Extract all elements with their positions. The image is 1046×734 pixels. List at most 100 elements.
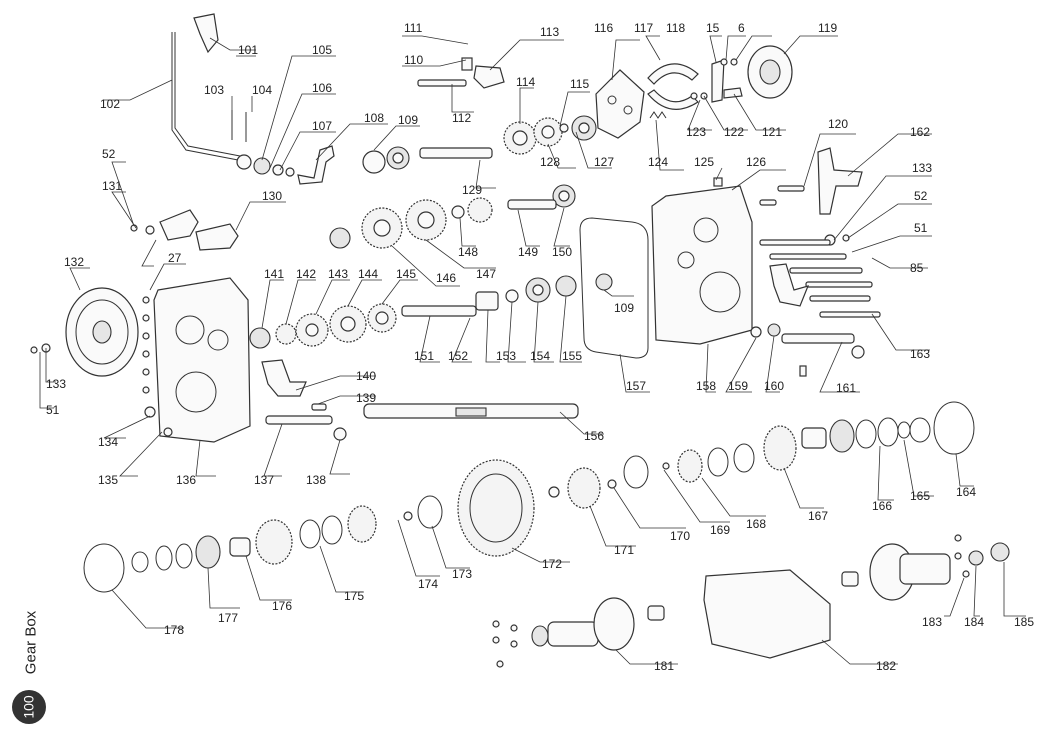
part-label: 6 (738, 21, 745, 35)
part-label: 123 (686, 125, 706, 139)
part-label: 185 (1014, 615, 1034, 629)
part-label: 155 (562, 349, 582, 363)
part-label: 139 (356, 391, 376, 405)
part-label: 178 (164, 623, 184, 637)
part-label: 177 (218, 611, 238, 625)
part-label: 137 (254, 473, 274, 487)
part-label: 154 (530, 349, 550, 363)
part-label: 153 (496, 349, 516, 363)
part-label: 133 (46, 377, 66, 391)
part-label: 111 (404, 21, 423, 35)
part-label: 152 (448, 349, 468, 363)
part-label: 144 (358, 267, 378, 281)
part-label: 106 (312, 81, 332, 95)
part-label: 157 (626, 379, 646, 393)
part-label: 125 (694, 155, 714, 169)
part-label: 146 (436, 271, 456, 285)
part-label: 118 (666, 21, 685, 35)
part-label: 103 (204, 83, 224, 97)
part-label: 132 (64, 255, 84, 269)
part-label: 169 (710, 523, 730, 537)
part-label: 85 (910, 261, 924, 275)
part-label: 131 (102, 179, 122, 193)
part-label: 174 (418, 577, 438, 591)
part-label: 114 (516, 75, 535, 89)
part-label: 52 (914, 189, 928, 203)
part-label: 52 (102, 147, 116, 161)
part-label: 121 (762, 125, 782, 139)
part-label: 134 (98, 435, 118, 449)
leader-lines (39, 35, 1026, 665)
part-label: 183 (922, 615, 942, 629)
part-label: 138 (306, 473, 326, 487)
part-label: 116 (594, 21, 613, 35)
part-label: 110 (404, 53, 423, 67)
part-label: 127 (594, 155, 614, 169)
part-label: 143 (328, 267, 348, 281)
part-labels: 101 102 103 104 105 106 107 108 109 110 … (46, 21, 1034, 673)
part-label: 140 (356, 369, 376, 383)
section-title: Gear Box (18, 600, 48, 690)
part-label: 170 (670, 529, 690, 543)
part-label: 101 (238, 43, 258, 57)
part-label: 122 (724, 125, 744, 139)
part-label: 156 (584, 429, 604, 443)
part-label: 150 (552, 245, 572, 259)
part-label: 181 (654, 659, 674, 673)
part-label: 167 (808, 509, 828, 523)
part-label: 173 (452, 567, 472, 581)
part-label: 168 (746, 517, 766, 531)
part-label: 107 (312, 119, 332, 133)
part-label: 102 (100, 97, 120, 111)
part-label: 113 (540, 25, 559, 39)
part-label: 162 (910, 125, 930, 139)
part-label: 147 (476, 267, 496, 281)
section-title-text: Gear Box (22, 610, 40, 675)
part-label: 141 (264, 267, 284, 281)
part-label: 158 (696, 379, 716, 393)
part-label: 160 (764, 379, 784, 393)
part-label: 151 (414, 349, 434, 363)
part-label: 115 (570, 77, 589, 91)
part-label: 171 (614, 543, 634, 557)
part-label: 126 (746, 155, 766, 169)
part-label: 105 (312, 43, 332, 57)
part-label: 108 (364, 111, 384, 125)
part-label: 15 (706, 21, 720, 35)
part-label: 149 (518, 245, 538, 259)
part-label: 104 (252, 83, 272, 97)
part-label: 124 (648, 155, 668, 169)
part-label: 159 (728, 379, 748, 393)
part-label: 175 (344, 589, 364, 603)
page-number-badge: 100 (12, 690, 46, 724)
part-label: 135 (98, 473, 118, 487)
part-label: 184 (964, 615, 984, 629)
part-label: 165 (910, 489, 930, 503)
part-label: 172 (542, 557, 562, 571)
part-label: 119 (818, 21, 837, 35)
part-label: 27 (168, 251, 182, 265)
parts-drawing (30, 13, 1010, 668)
part-label: 163 (910, 347, 930, 361)
part-label: 136 (176, 473, 196, 487)
page-number: 100 (20, 695, 37, 719)
part-label: 51 (46, 403, 60, 417)
part-label: 117 (634, 21, 653, 35)
part-label: 166 (872, 499, 892, 513)
part-label: 148 (458, 245, 478, 259)
part-label: 51 (914, 221, 928, 235)
part-label: 109 (398, 113, 418, 127)
part-label: 161 (836, 381, 856, 395)
part-label: 109 (614, 301, 634, 315)
part-label: 133 (912, 161, 932, 175)
part-label: 120 (828, 117, 848, 131)
part-label: 130 (262, 189, 282, 203)
part-label: 145 (396, 267, 416, 281)
part-label: 142 (296, 267, 316, 281)
part-label: 128 (540, 155, 560, 169)
part-label: 176 (272, 599, 292, 613)
part-label: 164 (956, 485, 976, 499)
part-label: 129 (462, 183, 482, 197)
part-label: 182 (876, 659, 896, 673)
